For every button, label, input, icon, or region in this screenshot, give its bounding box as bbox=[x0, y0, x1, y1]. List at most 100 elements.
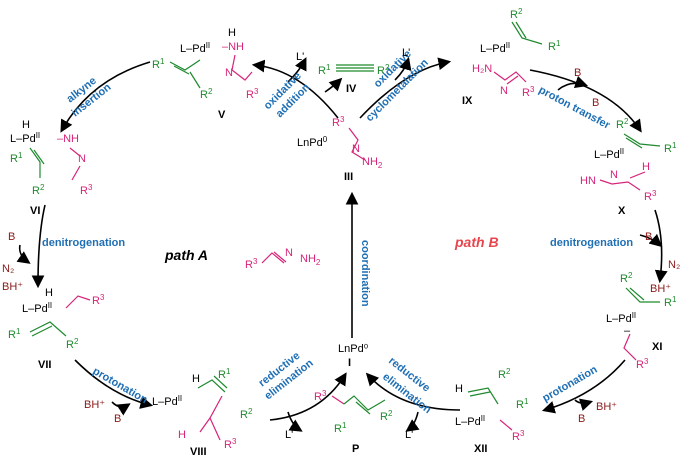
compound-X: R2 R1 L–PdII HN N H R3 X bbox=[580, 117, 677, 217]
compound-VIII: L–PdII H R1 R2 H R3 VIII bbox=[152, 367, 253, 458]
arc-VIII-to-I bbox=[269, 372, 347, 421]
arc-right-bottom bbox=[541, 359, 626, 414]
BHplus-bottom-left: BH⁺ bbox=[84, 399, 105, 411]
arc-top-right bbox=[529, 69, 642, 133]
label-X: X bbox=[618, 205, 626, 217]
svg-text:R1: R1 bbox=[548, 39, 561, 53]
side-arrow-Lprime-top-left bbox=[287, 57, 307, 83]
svg-text:R3: R3 bbox=[644, 189, 657, 203]
svg-text:N: N bbox=[78, 153, 86, 165]
svg-text:R1: R1 bbox=[516, 397, 529, 411]
reagent-II: R3 N NH2 bbox=[245, 247, 321, 271]
svg-text:H: H bbox=[192, 373, 200, 385]
B-bottom-right: B bbox=[578, 413, 585, 425]
svg-text:R3: R3 bbox=[314, 389, 327, 403]
arc-left-bottom bbox=[74, 359, 154, 409]
svg-text:L–PdII: L–PdII bbox=[594, 147, 624, 161]
svg-text:NH2: NH2 bbox=[362, 156, 383, 170]
step-reductive-elimination-right: reductive elimination bbox=[380, 355, 433, 416]
step-reductive-elimination-left: reductive elimination bbox=[256, 350, 315, 403]
svg-text:H: H bbox=[178, 429, 186, 441]
svg-text:L–PdII: L–PdII bbox=[480, 41, 510, 55]
BHplus-bottom-right: BH⁺ bbox=[596, 401, 617, 413]
label-III: III bbox=[344, 171, 353, 183]
svg-text:LnPd0: LnPd0 bbox=[297, 135, 328, 149]
B-proton-transfer: B bbox=[592, 97, 599, 109]
BHplus-right: BH⁺ bbox=[650, 283, 671, 295]
svg-text:L–PdII: L–PdII bbox=[455, 414, 485, 428]
side-arrow-BH-right bbox=[574, 398, 594, 411]
svg-text:L–PdII: L–PdII bbox=[606, 311, 636, 325]
B-top-right: B bbox=[574, 67, 581, 79]
step-proton-transfer: proton transfer bbox=[537, 84, 613, 132]
svg-text:R2: R2 bbox=[66, 337, 79, 351]
svg-text:R3: R3 bbox=[332, 115, 345, 129]
svg-text:L–PdII: L–PdII bbox=[10, 131, 40, 145]
svg-text:R1: R1 bbox=[664, 141, 677, 155]
svg-text:R1: R1 bbox=[10, 151, 23, 165]
svg-text:N: N bbox=[225, 67, 233, 79]
side-arrow-Lprime-top-right bbox=[394, 56, 412, 81]
compound-VI: H L–PdII –NH R1 N R2 R3 VI bbox=[10, 119, 93, 217]
svg-text:R2: R2 bbox=[498, 367, 511, 381]
label-VII: VII bbox=[38, 359, 51, 371]
arc-top-left bbox=[60, 61, 151, 133]
svg-text:–NH: –NH bbox=[222, 41, 244, 53]
svg-text:H: H bbox=[642, 161, 650, 173]
label-V: V bbox=[218, 109, 226, 121]
svg-text:R2: R2 bbox=[620, 271, 633, 285]
arc-XII-to-I bbox=[365, 372, 461, 411]
label-XII: XII bbox=[474, 443, 487, 455]
svg-text:R3: R3 bbox=[512, 429, 525, 443]
svg-text:R3: R3 bbox=[522, 85, 535, 99]
svg-text:N: N bbox=[285, 247, 293, 259]
svg-text:R3: R3 bbox=[245, 257, 258, 271]
svg-text:L–PdII: L–PdII bbox=[152, 394, 182, 408]
N2-right: N₂ bbox=[668, 259, 680, 271]
label-VIII: VIII bbox=[190, 446, 207, 458]
svg-text:–: – bbox=[624, 325, 631, 337]
side-arrow-B-left bbox=[16, 244, 31, 264]
B-right: B bbox=[645, 231, 652, 243]
B-left: B bbox=[8, 231, 15, 243]
svg-text:H₂N: H₂N bbox=[472, 63, 492, 75]
arc-right-down-1 bbox=[654, 209, 668, 284]
LnPd0-center: LnPd⁰ bbox=[338, 343, 369, 355]
svg-text:H: H bbox=[45, 287, 53, 299]
svg-text:HN: HN bbox=[580, 175, 596, 187]
side-arrow-IV bbox=[324, 77, 343, 93]
svg-text:R2: R2 bbox=[32, 183, 45, 197]
step-denitrogenation-left: denitrogenation bbox=[42, 237, 125, 249]
svg-text:R2: R2 bbox=[510, 7, 523, 21]
svg-text:R1: R1 bbox=[318, 63, 331, 77]
svg-text:R3: R3 bbox=[92, 293, 105, 307]
path-a-label: path A bbox=[164, 247, 208, 263]
step-oxidative-addition: oxidative addition bbox=[262, 70, 313, 120]
Lprime-bottom-left: L' bbox=[285, 429, 293, 441]
label-VI: VI bbox=[30, 205, 40, 217]
Lprime-bottom-right: L' bbox=[405, 429, 413, 441]
product-P: R3 R1 R2 P bbox=[314, 389, 393, 455]
svg-text:R2: R2 bbox=[616, 117, 629, 131]
path-b-label: path B bbox=[454, 234, 499, 250]
step-coordination: coordination bbox=[359, 240, 371, 307]
arc-left-down-1 bbox=[31, 204, 46, 289]
side-arrow-B-right bbox=[639, 233, 663, 248]
svg-text:H: H bbox=[228, 27, 236, 39]
svg-text:R2: R2 bbox=[380, 409, 393, 423]
compound-III: LnPd0 R3 N NH2 III bbox=[297, 115, 383, 183]
side-arrow-Lprime-bottom-right bbox=[405, 411, 420, 432]
svg-text:L–PdII: L–PdII bbox=[22, 301, 52, 315]
svg-text:R1: R1 bbox=[152, 57, 165, 71]
svg-text:R1: R1 bbox=[334, 421, 347, 435]
label-I: I bbox=[348, 357, 351, 369]
step-oxidative-cyclometalation: oxidative cyclometalation bbox=[364, 48, 431, 124]
svg-text:R1: R1 bbox=[664, 295, 677, 309]
arc-III-to-IX bbox=[359, 57, 452, 119]
svg-text:R3: R3 bbox=[636, 357, 649, 371]
svg-text:N: N bbox=[610, 169, 618, 181]
side-arrow-B-proton bbox=[557, 75, 589, 91]
side-arrow-BH-left bbox=[111, 401, 131, 416]
compound-VII: H L–PdII R3 R1 R2 VII bbox=[8, 287, 105, 371]
